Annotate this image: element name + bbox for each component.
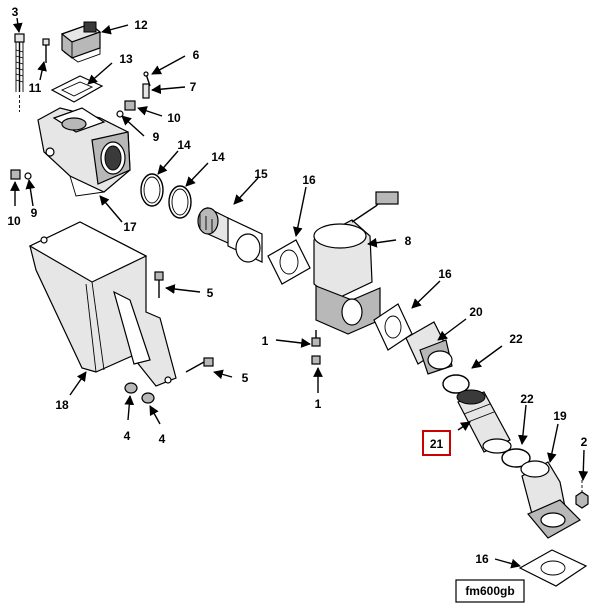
figure-id-box: fm600gb [455, 579, 525, 603]
callout-9: 9 [153, 130, 160, 144]
part-5-bolts [154, 271, 214, 373]
callout-7: 7 [190, 80, 197, 94]
callout-14: 14 [177, 138, 191, 152]
leader-arrows [10, 17, 589, 569]
callout-6: 6 [193, 48, 200, 62]
figure-id: fm600gb [465, 584, 514, 598]
part-3-long-bolt [14, 33, 25, 112]
callout-17: 17 [123, 220, 137, 234]
callout-9: 9 [31, 206, 38, 220]
callout-15: 15 [254, 167, 268, 181]
part-21-tube [456, 389, 512, 454]
part-1-bolts [311, 330, 321, 365]
callout-10: 10 [7, 214, 21, 228]
callout-19: 19 [553, 409, 567, 423]
callout-16: 16 [438, 267, 452, 281]
callout-22: 22 [520, 392, 534, 406]
callout-22: 22 [509, 332, 523, 346]
callout-1: 1 [262, 334, 269, 348]
callout-16: 16 [475, 552, 489, 566]
part-2-nut [575, 480, 589, 509]
part-22-o-ring-upper [442, 374, 470, 394]
callout-labels: 3 12 11 13 6 7 10 9 14 14 10 9 17 15 16 … [7, 5, 587, 566]
part-14-o-rings [140, 173, 192, 219]
callout-4: 4 [159, 432, 166, 446]
part-10-9-plug-right [116, 100, 136, 118]
part-16-gasket-bottom [518, 549, 588, 587]
part-13-gasket [50, 75, 104, 103]
part-4-nuts [124, 382, 155, 404]
part-12-sensor [60, 21, 102, 63]
callout-14: 14 [211, 150, 225, 164]
callout-12: 12 [134, 18, 148, 32]
callout-21-highlight-box [422, 430, 451, 456]
part-20-flange-adapter [405, 321, 453, 375]
part-17-valve-body [37, 107, 131, 197]
callout-20: 20 [469, 305, 483, 319]
callout-1: 1 [315, 397, 322, 411]
callout-21: 21 [430, 437, 444, 451]
callout-5: 5 [207, 286, 214, 300]
part-11-small-bolt [42, 38, 50, 63]
part-8-actuator [313, 191, 399, 335]
part-10-9-plug-left [10, 169, 32, 180]
callout-10: 10 [167, 111, 181, 125]
part-18-bracket [28, 221, 177, 387]
part-22-o-ring-lower [501, 448, 531, 468]
callout-13: 13 [119, 52, 133, 66]
part-16-gasket-upper [267, 239, 311, 285]
part-19-elbow [520, 460, 581, 539]
callout-5: 5 [242, 371, 249, 385]
callout-11: 11 [29, 81, 42, 95]
part-15-cylinder [197, 207, 263, 263]
callout-18: 18 [55, 398, 69, 412]
callout-8: 8 [405, 234, 412, 248]
callout-4: 4 [124, 429, 131, 443]
part-7-sleeve [142, 83, 150, 99]
callout-3: 3 [12, 5, 19, 19]
callout-2: 2 [581, 435, 588, 449]
callout-16: 16 [302, 173, 316, 187]
